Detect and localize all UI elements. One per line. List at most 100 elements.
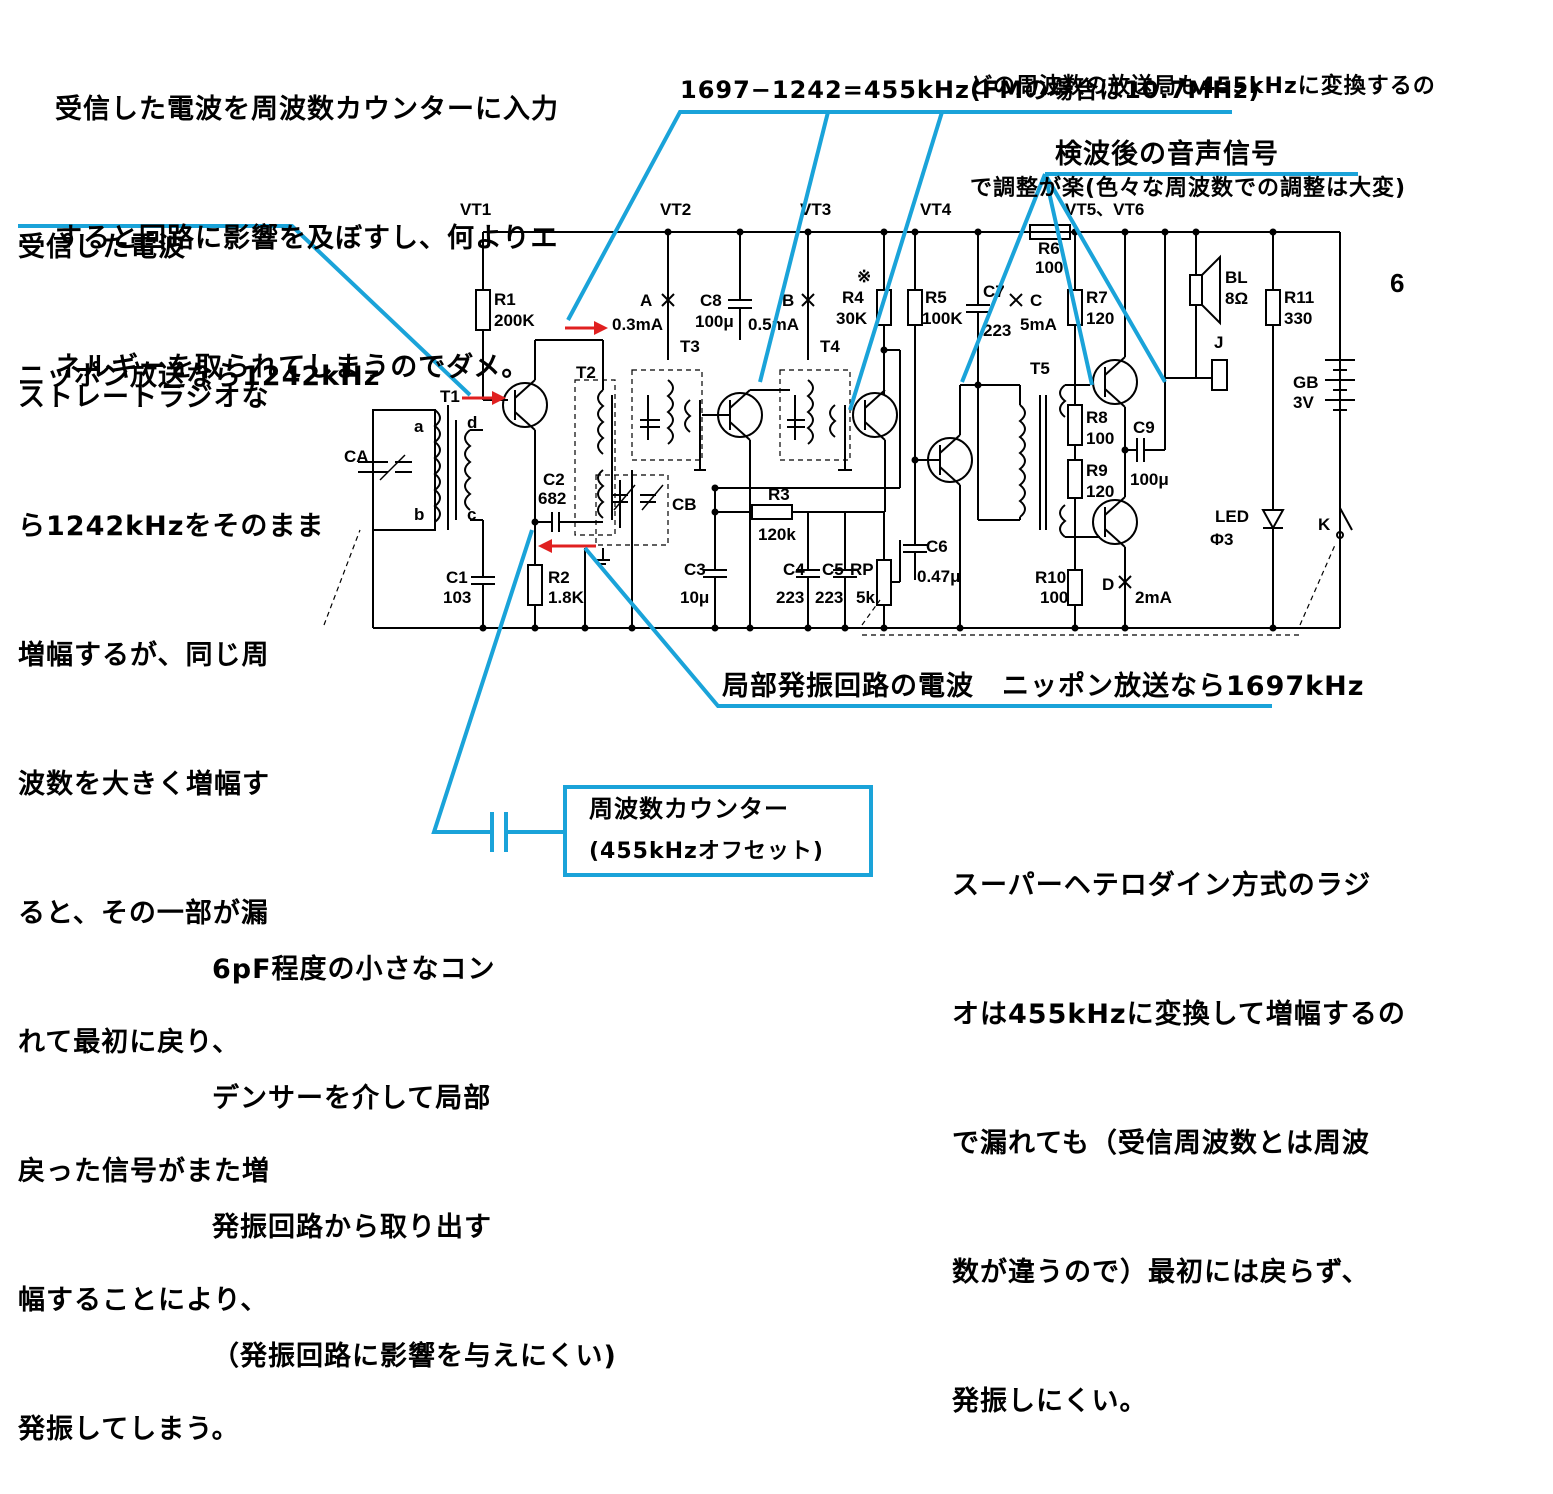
counter-title: 周波数カウンター (589, 795, 789, 823)
counter-offset: (455kHzオフセット) (589, 839, 824, 864)
value-led: Φ3 (1210, 530, 1233, 549)
r4-mark: ※ (857, 267, 871, 286)
frequency-counter-box: 周波数カウンター (455kHzオフセット) (563, 785, 873, 877)
label-c9: C9 (1133, 418, 1155, 437)
label-led: LED (1215, 507, 1249, 526)
received-wave-line-1: 受信した電波 (18, 232, 186, 263)
value-r9: 120 (1086, 482, 1114, 501)
detected-audio-note: 検波後の音声信号 (1055, 139, 1279, 170)
value-r2: 1.8K (548, 588, 585, 607)
superhet-line-3: で漏れても（受信周波数とは周波 (952, 1128, 1370, 1159)
straight-radio-line-2: ら1242kHzをそのまま (18, 511, 325, 542)
signal-arrows (462, 321, 608, 553)
small-cap-line-3: 発振回路から取り出す (212, 1212, 492, 1243)
label-tp-b: B (782, 291, 794, 310)
received-wave-line-2: ニッポン放送なら1242kHz (18, 361, 381, 392)
value-c6: 0.47μ (917, 567, 961, 586)
small-cap-line-4: （発振回路に影響を与えにくい) (212, 1341, 617, 1372)
value-c5: 223 (815, 588, 843, 607)
label-vt5-vt6: VT5、VT6 (1065, 200, 1144, 219)
label-tp-d: D (1102, 575, 1114, 594)
output-stage (1029, 224, 1355, 628)
value-r11: 330 (1284, 309, 1312, 328)
label-r11: R11 (1284, 288, 1314, 307)
radio-schematic: VT1 VT2 VT3 VT4 VT5、VT6 R1 200K R2 1.8K … (18, 110, 1358, 852)
superhet-line-5: 発振しにくい。 (952, 1386, 1148, 1417)
label-r1: R1 (494, 290, 516, 309)
straight-radio-line-3: 増幅するが、同じ周 (18, 640, 270, 671)
component-labels: VT1 VT2 VT3 VT4 VT5、VT6 R1 200K R2 1.8K … (344, 200, 1331, 607)
label-vt4: VT4 (920, 200, 952, 219)
label-r4: R4 (842, 288, 864, 307)
value-rp: 5k (856, 588, 875, 607)
value-c4: 223 (776, 588, 804, 607)
if-easy-line-2: で調整が楽(色々な周波数での調整は大変) (970, 176, 1407, 201)
local-osc-note: 局部発振回路の電波 ニッポン放送なら1697kHz (722, 671, 1365, 702)
label-r10: R10 (1035, 568, 1066, 587)
value-tp-a: 0.3mA (612, 315, 663, 334)
value-r3: 120k (758, 525, 796, 544)
value-c9: 100μ (1130, 470, 1169, 489)
label-t2: T2 (576, 363, 596, 382)
value-c3: 10μ (680, 588, 709, 607)
label-vt2: VT2 (660, 200, 691, 219)
antenna-section (323, 405, 484, 628)
t5-transformer (1018, 384, 1100, 538)
straight-radio-line-1: ストレートラジオな (18, 382, 270, 413)
label-ca: CA (344, 447, 369, 466)
value-c2: 682 (538, 489, 566, 508)
tap-d: d (467, 413, 477, 432)
counter-warning-line-3: ネルギーを取られてしまうのでダメ。 (55, 352, 530, 383)
superhet-line-4: 数が違うので）最初には戻らず、 (952, 1257, 1370, 1288)
label-k: K (1318, 515, 1331, 534)
small-cap-line-2: デンサーを介して局部 (212, 1083, 492, 1114)
counter-warning-line-1: 受信した電波を周波数カウンターに入力 (55, 94, 559, 125)
label-r3: R3 (768, 485, 790, 504)
label-tp-c: C (1030, 291, 1042, 310)
label-r5: R5 (925, 288, 947, 307)
label-r7: R7 (1086, 288, 1108, 307)
label-rp: RP (850, 560, 874, 579)
page-number: 6 (1390, 268, 1405, 298)
value-bl: 8Ω (1225, 289, 1248, 308)
label-t5: T5 (1030, 359, 1050, 378)
label-c6: C6 (926, 537, 948, 556)
label-r6: R6 (1038, 239, 1060, 258)
superhet-note: スーパーヘテロダイン方式のラジ オは455kHzに変換して増幅するの で漏れても… (952, 778, 1406, 1466)
value-r8: 100 (1086, 429, 1114, 448)
label-c1: C1 (446, 568, 468, 587)
value-r5: 100K (922, 309, 963, 328)
label-gb: GB (1293, 373, 1319, 392)
value-r4: 30K (836, 309, 868, 328)
counter-warning-note: 受信した電波を周波数カウンターに入力 すると回路に影響を及ぼすし、何よりエ ネル… (55, 2, 559, 432)
value-tp-c: 5mA (1020, 315, 1057, 334)
if-easy-line-1: どの周波数の放送局も455kHzに変換するの (970, 74, 1436, 99)
value-r10: 100 (1040, 588, 1068, 607)
label-c3: C3 (684, 560, 706, 579)
label-t3: T3 (680, 337, 700, 356)
tap-c: c (467, 505, 476, 524)
vt4-stage (903, 232, 1020, 628)
label-c5: C5 (822, 560, 844, 579)
value-r7: 120 (1086, 309, 1114, 328)
if-easy-note: どの周波数の放送局も455kHzに変換するの で調整が楽(色々な周波数での調整は… (970, 2, 1436, 240)
label-vt3: VT3 (800, 200, 831, 219)
annotation-leaders (18, 110, 1358, 852)
small-cap-note: 6pF程度の小さなコン デンサーを介して局部 発振回路から取り出す （発振回路に… (212, 862, 617, 1421)
label-bl: BL (1225, 268, 1248, 287)
label-r8: R8 (1086, 408, 1108, 427)
label-r2: R2 (548, 568, 570, 587)
label-c8: C8 (700, 291, 722, 310)
if-calc-note: 1697−1242=455kHz(FMの場合は10.7MHz) (680, 76, 1261, 104)
tap-b: b (414, 505, 424, 524)
label-c4: C4 (783, 560, 805, 579)
label-r9: R9 (1086, 461, 1108, 480)
t2-oscillator (574, 379, 669, 628)
value-c8: 100μ (695, 312, 734, 331)
straight-radio-line-5: ると、その一部が漏 (18, 898, 269, 929)
superhet-line-1: スーパーヘテロダイン方式のラジ (952, 870, 1372, 901)
vt1-stage (471, 289, 604, 628)
small-cap-line-1: 6pF程度の小さなコン (212, 954, 496, 985)
value-r6: 100 (1035, 258, 1063, 277)
label-t4: T4 (820, 337, 840, 356)
